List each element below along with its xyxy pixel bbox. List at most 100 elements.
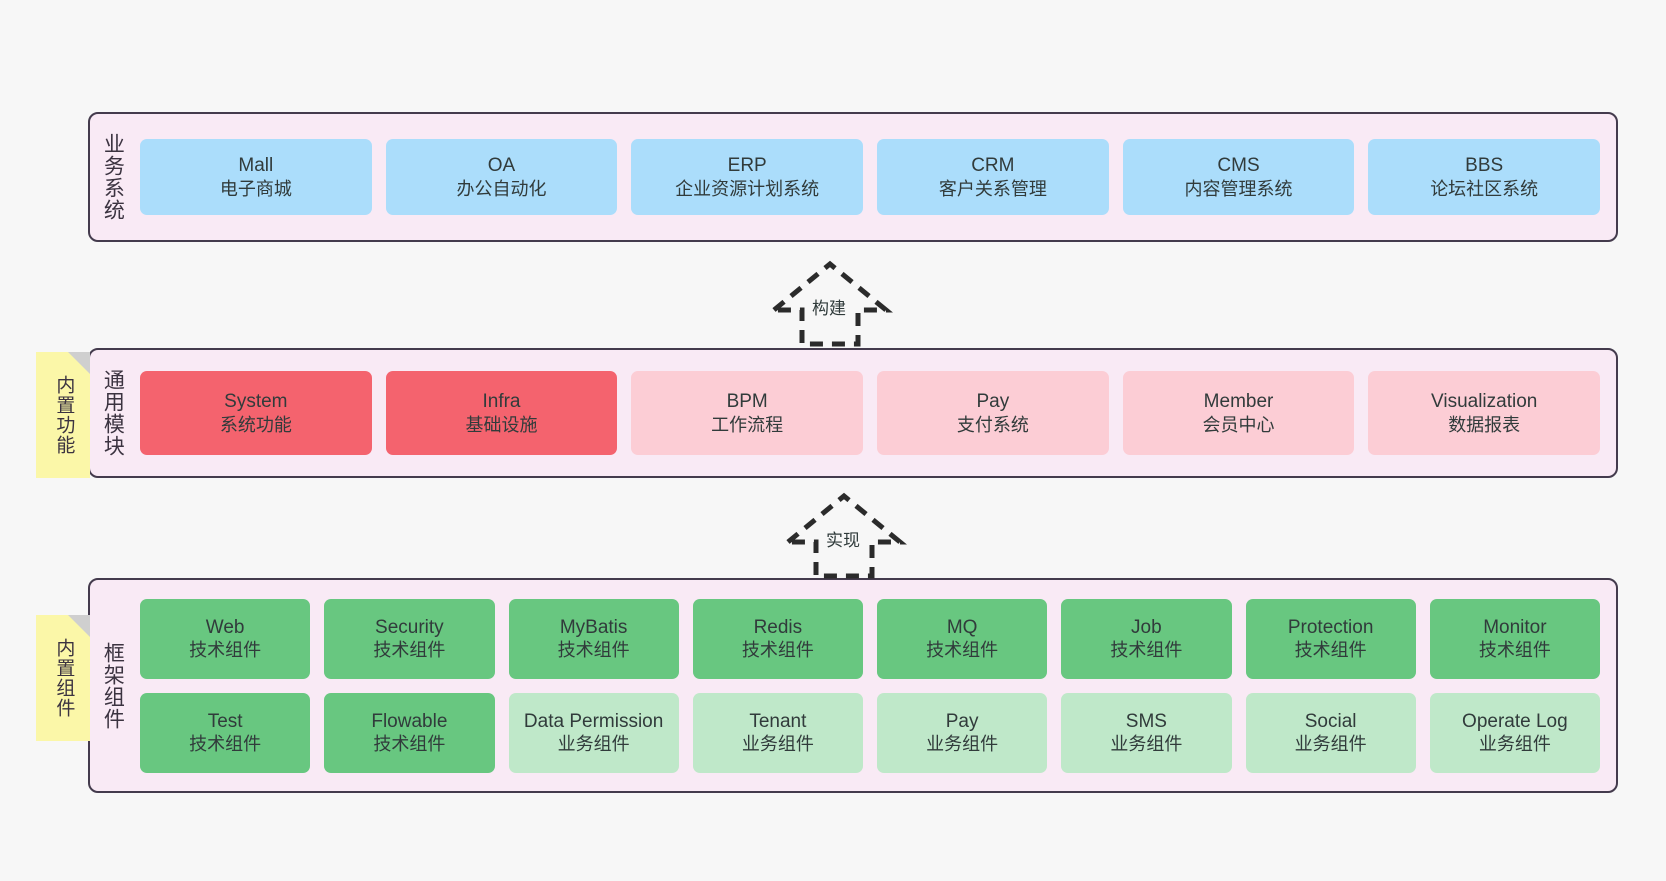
card-subtitle: 技术组件 [1294, 640, 1367, 661]
card-erp[interactable]: ERP 企业资源计划系统 [631, 139, 864, 215]
card-subtitle: 技术组件 [189, 640, 262, 661]
card-data-permission[interactable]: Data Permission 业务组件 [508, 692, 679, 773]
card-title: Mall [238, 155, 274, 177]
card-title: Data Permission [523, 710, 664, 732]
card-subtitle: 系统功能 [219, 414, 292, 435]
card-flowable[interactable]: Flowable 技术组件 [324, 692, 495, 773]
card-subtitle: 办公自动化 [456, 178, 547, 199]
card-title: MyBatis [559, 616, 628, 638]
card-title: CRM [971, 155, 1015, 177]
layer-cards-modules: System 系统功能 Infra 基础设施 BPM 工作流程 Pay 支付系统… [134, 350, 1616, 476]
card-test[interactable]: Test 技术组件 [140, 692, 311, 773]
card-title: System [224, 391, 288, 413]
card-subtitle: 业务组件 [926, 734, 999, 755]
connector-implement-label: 实现 [824, 526, 862, 551]
layer-panel-framework: 框架组件 Web 技术组件 Security 技术组件 MyBatis 技术组件… [88, 578, 1618, 793]
card-subtitle: 支付系统 [956, 414, 1029, 435]
layer-cards-business: Mall 电子商城 OA 办公自动化 ERP 企业资源计划系统 CRM 客户关系… [134, 114, 1616, 240]
card-subtitle: 工作流程 [711, 414, 784, 435]
card-title: BBS [1465, 155, 1504, 177]
card-member[interactable]: Member 会员中心 [1122, 371, 1355, 455]
card-title: Pay [976, 391, 1010, 413]
card-subtitle: 数据报表 [1448, 414, 1521, 435]
framework-row-technical: Web 技术组件 Security 技术组件 MyBatis 技术组件 Redi… [140, 598, 1600, 679]
card-subtitle: 业务组件 [1294, 734, 1367, 755]
card-subtitle: 技术组件 [557, 640, 630, 661]
card-title: SMS [1125, 710, 1167, 732]
card-mall[interactable]: Mall 电子商城 [140, 139, 372, 215]
card-title: Web [205, 616, 245, 638]
card-subtitle: 业务组件 [1478, 734, 1551, 755]
card-title: Redis [753, 616, 803, 638]
layer-label-framework: 框架组件 [101, 641, 125, 730]
card-subtitle: 业务组件 [1110, 734, 1183, 755]
sticky-fold-corner [68, 352, 90, 374]
layer-panel-modules: 通用模块 System 系统功能 Infra 基础设施 BPM 工作流程 Pay… [88, 348, 1618, 478]
card-social[interactable]: Social 业务组件 [1245, 692, 1416, 773]
card-subtitle: 技术组件 [373, 640, 446, 661]
layer-cards-framework: Web 技术组件 Security 技术组件 MyBatis 技术组件 Redi… [134, 580, 1616, 791]
card-title: Visualization [1431, 391, 1538, 413]
card-mybatis[interactable]: MyBatis 技术组件 [508, 598, 679, 679]
connector-build: 构建 [752, 258, 912, 350]
card-visualization[interactable]: Visualization 数据报表 [1368, 371, 1601, 455]
card-subtitle: 技术组件 [1478, 640, 1551, 661]
sticky-note-builtin-component: 内置组件 [36, 615, 90, 741]
card-pay-business[interactable]: Pay 业务组件 [877, 692, 1048, 773]
card-title: Infra [482, 391, 521, 413]
card-tenant[interactable]: Tenant 业务组件 [692, 692, 863, 773]
card-subtitle: 客户关系管理 [938, 178, 1047, 199]
sticky-fold-corner [68, 615, 90, 637]
card-job[interactable]: Job 技术组件 [1061, 598, 1232, 679]
card-subtitle: 会员中心 [1202, 414, 1275, 435]
card-title: Monitor [1483, 616, 1547, 638]
card-infra[interactable]: Infra 基础设施 [385, 371, 618, 455]
card-sms[interactable]: SMS 业务组件 [1061, 692, 1232, 773]
build-arrow-icon [767, 260, 893, 347]
card-oa[interactable]: OA 办公自动化 [385, 139, 618, 215]
card-mq[interactable]: MQ 技术组件 [877, 598, 1048, 679]
connector-build-label: 构建 [810, 294, 848, 319]
card-subtitle: 业务组件 [557, 734, 630, 755]
card-subtitle: 技术组件 [1110, 640, 1183, 661]
card-title: Member [1203, 391, 1274, 413]
layer-label-business: 业务系统 [101, 133, 125, 221]
sticky-note-label: 内置功能 [53, 375, 75, 455]
card-subtitle: 技术组件 [373, 734, 446, 755]
card-pay[interactable]: Pay 支付系统 [877, 371, 1109, 455]
card-operate-log[interactable]: Operate Log 业务组件 [1429, 692, 1600, 773]
card-title: BPM [726, 391, 768, 413]
card-title: Test [207, 710, 243, 732]
card-title: Protection [1287, 616, 1374, 638]
card-bbs[interactable]: BBS 论坛社区系统 [1368, 139, 1601, 215]
card-protection[interactable]: Protection 技术组件 [1245, 598, 1416, 679]
card-bpm[interactable]: BPM 工作流程 [631, 371, 864, 455]
card-title: Social [1304, 710, 1357, 732]
card-title: CMS [1217, 155, 1260, 177]
card-subtitle: 技术组件 [189, 734, 262, 755]
card-redis[interactable]: Redis 技术组件 [692, 598, 863, 679]
card-title: OA [487, 155, 516, 177]
card-system[interactable]: System 系统功能 [140, 371, 372, 455]
card-subtitle: 内容管理系统 [1184, 178, 1293, 199]
card-subtitle: 基础设施 [465, 414, 538, 435]
card-cms[interactable]: CMS 内容管理系统 [1122, 139, 1355, 215]
implement-arrow-icon [781, 492, 907, 579]
card-title: ERP [727, 155, 767, 177]
card-subtitle: 业务组件 [741, 734, 814, 755]
card-subtitle: 论坛社区系统 [1430, 178, 1539, 199]
connector-implement: 实现 [766, 490, 926, 582]
sticky-note-label: 内置组件 [53, 638, 75, 718]
card-subtitle: 技术组件 [741, 640, 814, 661]
card-crm[interactable]: CRM 客户关系管理 [877, 139, 1109, 215]
card-subtitle: 技术组件 [926, 640, 999, 661]
card-title: Security [375, 616, 444, 638]
layer-label-modules: 通用模块 [101, 369, 125, 457]
card-monitor[interactable]: Monitor 技术组件 [1429, 598, 1600, 679]
card-security[interactable]: Security 技术组件 [324, 598, 495, 679]
card-title: Tenant [749, 710, 807, 732]
card-title: Operate Log [1462, 710, 1568, 732]
card-web[interactable]: Web 技术组件 [140, 598, 311, 679]
framework-row-business: Test 技术组件 Flowable 技术组件 Data Permission … [140, 692, 1600, 773]
